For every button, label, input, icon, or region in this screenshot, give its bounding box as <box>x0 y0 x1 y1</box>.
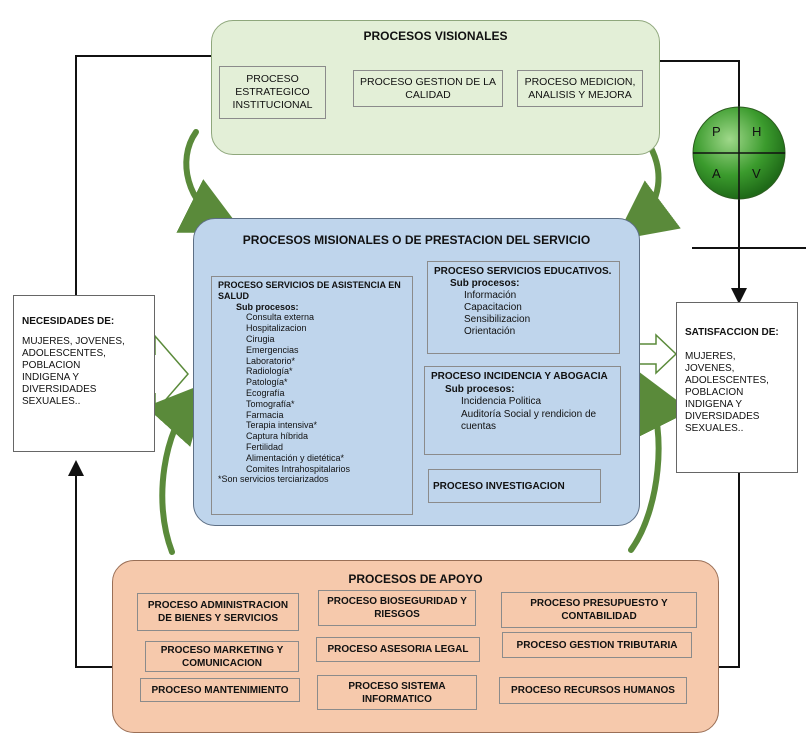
list-item: Patología* <box>246 377 288 388</box>
asistencia-sub-title: Sub procesos: <box>236 301 299 312</box>
list-item: Terapia intensiva* <box>246 420 318 431</box>
list-item: Sensibilizacion <box>464 314 531 325</box>
incidencia-sub-title: Sub procesos: <box>445 383 515 395</box>
phva-letter-a: A <box>712 166 721 181</box>
list-item: Ecografía <box>246 387 285 398</box>
left-feedback-line <box>68 55 211 668</box>
list-item: Radiología* <box>246 366 293 377</box>
satisfaccion-line: ADOLESCENTES, <box>685 375 769 386</box>
investigacion-title: PROCESO INVESTIGACION <box>433 480 565 492</box>
asistencia-list: Consulta externa Hospitalizacion Cirugia… <box>246 312 406 474</box>
list-item: Emergencias <box>246 344 299 355</box>
satisfaccion-box: SATISFACCION DE: MUJERES, JOVENES, ADOLE… <box>676 302 798 473</box>
list-item: Fertilidad <box>246 441 284 452</box>
proceso-presupuesto: PROCESO PRESUPUESTO Y CONTABILIDAD <box>501 592 697 628</box>
satisfaccion-line: JOVENES, <box>685 363 735 374</box>
proceso-mantenimiento: PROCESO MANTENIMIENTO <box>140 678 300 702</box>
necesidades-line: INDIGENA Y <box>22 372 80 383</box>
phva-letter-v: V <box>752 166 761 181</box>
right-feedback-line <box>658 60 806 668</box>
proceso-estrategico: PROCESO ESTRATEGICO INSTITUCIONAL <box>219 66 326 119</box>
list-item: Información <box>464 290 517 301</box>
list-item: Alimentación y dietética* <box>246 452 345 463</box>
list-item: Orientación <box>464 326 516 337</box>
list-item: Cirugia <box>246 333 275 344</box>
list-item: Auditoría Social y rendicion de cuentas <box>461 408 597 433</box>
apoyo-group: PROCESOS DE APOYO PROCESO ADMINISTRACION… <box>112 560 719 733</box>
satisfaccion-line: DIVERSIDADES <box>685 411 760 422</box>
proceso-medicion: PROCESO MEDICION, ANALISIS Y MEJORA <box>517 70 643 107</box>
incidencia-title: PROCESO INCIDENCIA Y ABOGACIA <box>431 371 608 382</box>
apoyo-title: PROCESOS DE APOYO <box>348 572 483 586</box>
necesidades-line: ADOLESCENTES, <box>22 348 106 359</box>
necesidades-line: SEXUALES.. <box>22 396 81 407</box>
educativos-title: PROCESO SERVICIOS EDUCATIVOS. <box>434 266 612 277</box>
list-item: Farmacia <box>246 409 284 420</box>
list-item: Hospitalizacion <box>246 323 307 334</box>
educativos-list: Información Capacitacion Sensibilizacion… <box>464 290 613 338</box>
proceso-gestion-calidad: PROCESO GESTION DE LA CALIDAD <box>353 70 503 107</box>
proceso-bioseguridad: PROCESO BIOSEGURIDAD Y RIESGOS <box>318 590 476 626</box>
phva-letter-h: H <box>752 124 762 139</box>
proceso-marketing: PROCESO MARKETING Y COMUNICACION <box>145 641 299 672</box>
input-arrow <box>154 333 189 415</box>
satisfaccion-line: MUJERES, <box>685 351 736 362</box>
necesidades-title: NECESIDADES DE: <box>22 316 115 327</box>
necesidades-line: POBLACION <box>22 360 81 371</box>
proceso-investigacion: PROCESO INVESTIGACION <box>428 469 601 503</box>
satisfaccion-line: INDIGENA Y <box>685 399 743 410</box>
satisfaccion-line: SEXUALES.. <box>685 423 744 434</box>
misionales-group: PROCESOS MISIONALES O DE PRESTACION DEL … <box>193 218 640 526</box>
incidencia-list: Incidencia Politica Auditoría Social y r… <box>461 396 614 434</box>
list-item: Consulta externa <box>246 312 315 323</box>
list-item: Captura híbrida <box>246 431 309 442</box>
asistencia-title: PROCESO SERVICIOS DE ASISTENCIA EN SALUD <box>218 280 401 301</box>
list-item: Tomografía* <box>246 398 295 409</box>
list-item: Laboratorio* <box>246 355 296 366</box>
list-item: Capacitacion <box>464 302 522 313</box>
proceso-recursos-humanos: PROCESO RECURSOS HUMANOS <box>499 677 687 704</box>
output-arrow <box>637 333 678 375</box>
list-item: Incidencia Politica <box>461 396 542 407</box>
visionales-title: PROCESOS VISIONALES <box>363 29 508 43</box>
proceso-incidencia-abogacia: PROCESO INCIDENCIA Y ABOGACIA Sub proces… <box>424 366 621 455</box>
proceso-asesoria-legal: PROCESO ASESORIA LEGAL <box>316 637 480 662</box>
necesidades-box: NECESIDADES DE: MUJERES, JOVENES, ADOLES… <box>13 295 155 452</box>
proceso-servicios-educativos: PROCESO SERVICIOS EDUCATIVOS. Sub proces… <box>427 261 620 354</box>
necesidades-line: MUJERES, JOVENES, <box>22 336 125 347</box>
cycle-arrows <box>145 129 691 555</box>
phva-cycle-icon <box>692 106 786 200</box>
proceso-gestion-tributaria: PROCESO GESTION TRIBUTARIA <box>502 632 692 658</box>
asistencia-note: *Son servicios terciarizados <box>218 474 329 485</box>
list-item: Comites Intrahospitalarios <box>246 463 351 474</box>
proceso-asistencia-salud: PROCESO SERVICIOS DE ASISTENCIA EN SALUD… <box>211 276 413 515</box>
satisfaccion-line: POBLACION <box>685 387 744 398</box>
proceso-administracion: PROCESO ADMINISTRACION DE BIENES Y SERVI… <box>137 593 299 631</box>
educativos-sub-title: Sub procesos: <box>450 278 520 289</box>
necesidades-line: DIVERSIDADES <box>22 384 97 395</box>
satisfaccion-title: SATISFACCION DE: <box>685 327 779 338</box>
misionales-title: PROCESOS MISIONALES O DE PRESTACION DEL … <box>242 233 591 247</box>
phva-letter-p: P <box>712 124 721 139</box>
proceso-sistema-informatico: PROCESO SISTEMA INFORMATICO <box>317 675 477 710</box>
visionales-group: PROCESOS VISIONALES PROCESO ESTRATEGICO … <box>211 20 660 155</box>
